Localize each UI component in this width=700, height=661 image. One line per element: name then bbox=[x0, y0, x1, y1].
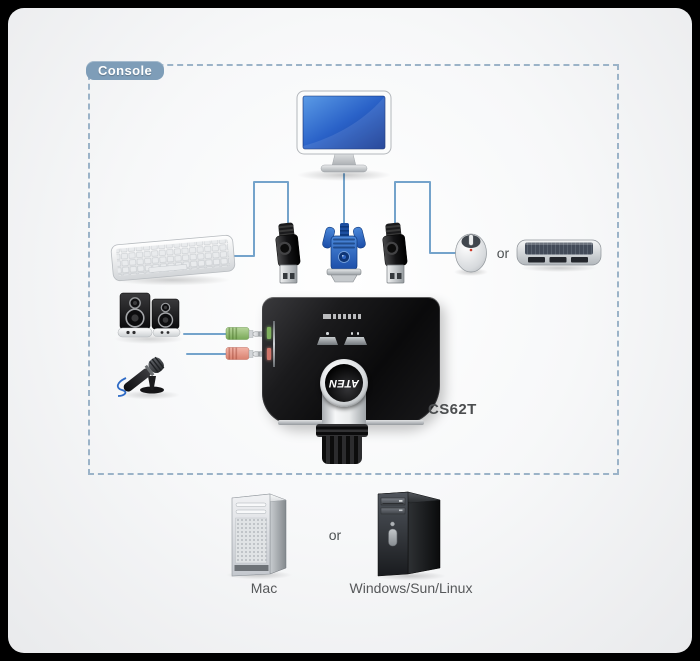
console-group-border bbox=[88, 64, 619, 475]
keyboard-icon bbox=[110, 234, 236, 286]
computers-or-label: or bbox=[328, 527, 342, 543]
port1-select-button bbox=[317, 337, 338, 345]
keyboard-cable-line bbox=[220, 181, 289, 257]
device-cable-collar bbox=[316, 424, 368, 437]
device-model-label: CS62T bbox=[428, 401, 477, 418]
mic-port bbox=[267, 348, 271, 360]
port2-led-b bbox=[356, 332, 359, 335]
slim-keyboard-icon bbox=[516, 239, 602, 272]
speakers-icon bbox=[114, 292, 184, 344]
device-print-marking bbox=[323, 314, 361, 319]
kvm-switch-device: ATEN bbox=[262, 297, 440, 425]
console-or-label: or bbox=[496, 245, 510, 261]
mic-jack-pink-icon bbox=[225, 347, 265, 360]
aten-logo-ring: ATEN bbox=[320, 359, 368, 407]
port2-select-button bbox=[344, 337, 367, 345]
port2-led-a bbox=[350, 332, 353, 335]
microphone-icon bbox=[116, 356, 180, 400]
mouse-icon bbox=[454, 233, 488, 276]
device-cable bbox=[322, 436, 362, 464]
windows-label: Windows/Sun/Linux bbox=[349, 580, 473, 596]
mouse-cable-line bbox=[394, 181, 456, 254]
speaker-jack-green-icon bbox=[225, 327, 265, 340]
vga-connector-icon bbox=[322, 223, 366, 283]
usb-connector-keyboard-icon bbox=[275, 222, 301, 284]
mac-tower-icon bbox=[226, 493, 292, 580]
windows-tower-icon bbox=[374, 491, 446, 581]
speaker-port bbox=[267, 327, 271, 339]
aten-logo: ATEN bbox=[325, 364, 363, 402]
console-group-label: Console bbox=[86, 61, 165, 80]
usb-connector-mouse-icon bbox=[382, 222, 408, 284]
monitor-icon bbox=[296, 90, 392, 181]
mac-label: Mac bbox=[250, 580, 278, 596]
device-side-seam bbox=[273, 321, 275, 367]
port1-led bbox=[326, 332, 329, 335]
